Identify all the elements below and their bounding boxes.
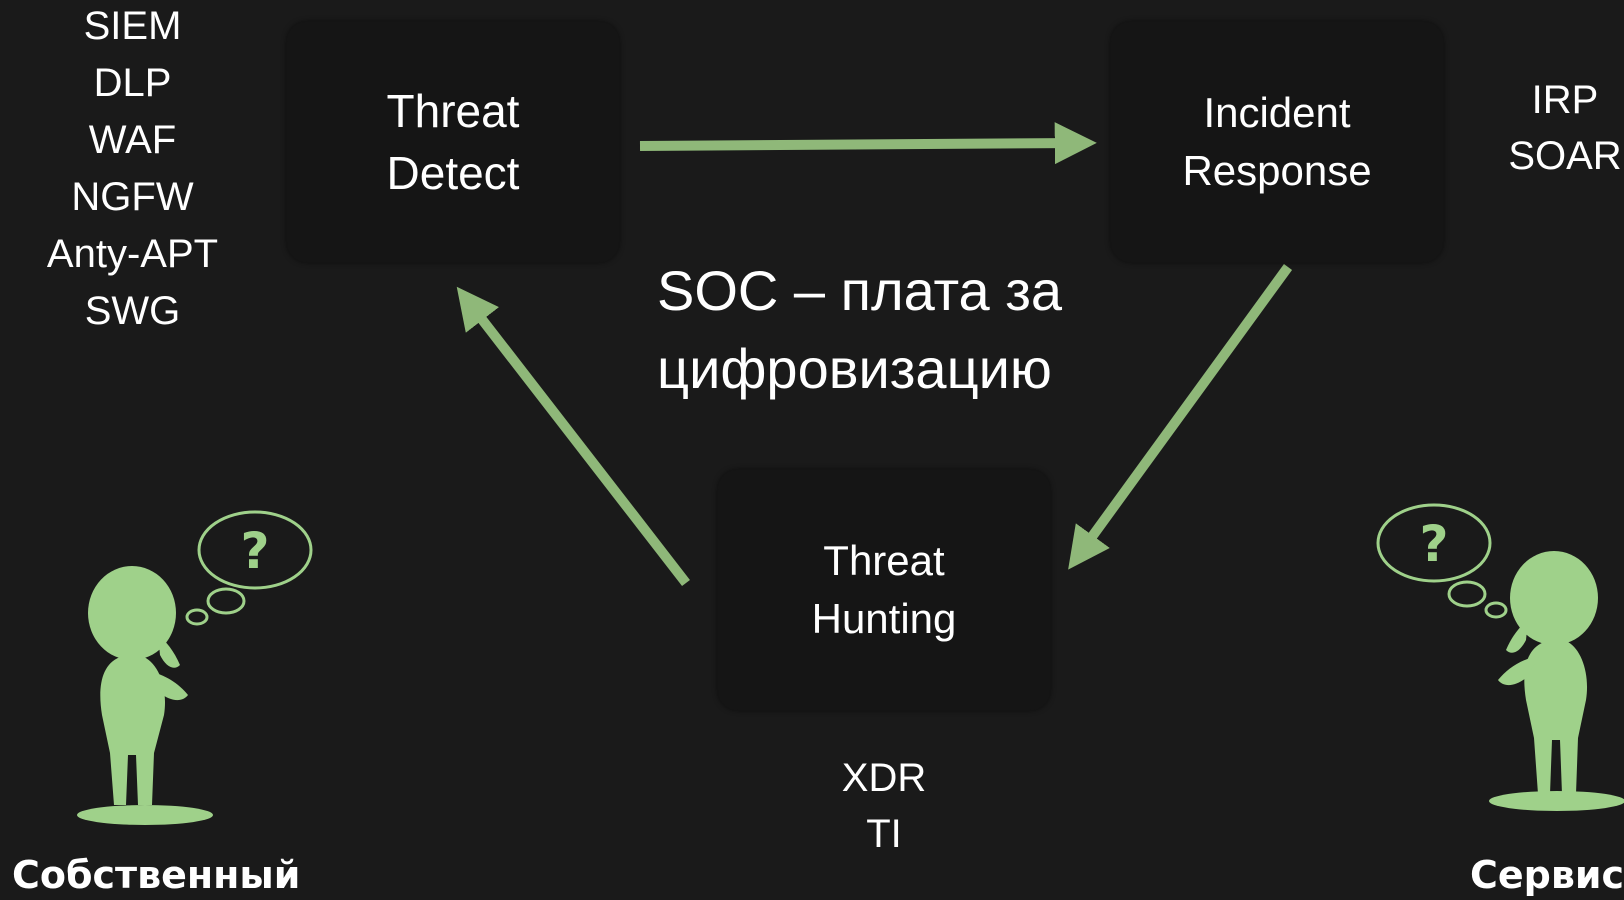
threat-hunting-line2: Hunting bbox=[811, 595, 957, 642]
tool-waf: WAF bbox=[88, 118, 177, 162]
tool-dlp: DLP bbox=[93, 61, 172, 105]
center-title-line2: цифровизацию bbox=[657, 337, 1052, 400]
incident-response-line1: Incident bbox=[1203, 89, 1351, 136]
person-figure bbox=[77, 566, 213, 825]
bubble-question-mark: ? bbox=[240, 522, 269, 580]
threat-detect-line1: Threat bbox=[386, 85, 520, 137]
thought-bubble-icon: ? bbox=[1376, 503, 1508, 619]
center-title-line1: SOC – плата за bbox=[657, 259, 1063, 322]
arrow-hunting-to-detect bbox=[456, 286, 690, 587]
tool-soar: SOAR bbox=[1508, 134, 1622, 178]
left-thinking-person-icon: ? bbox=[77, 510, 313, 825]
tool-ti: TI bbox=[866, 812, 902, 856]
thought-bubble-icon: ? bbox=[185, 510, 313, 626]
right-tools-list: IRP SOAR bbox=[1490, 72, 1624, 184]
tool-anti-apt: Anty-APT bbox=[46, 232, 219, 276]
threat-detect-box: Threat Detect bbox=[287, 22, 619, 262]
left-tools-list: SIEM DLP WAF NGFW Anty-APT SWG bbox=[30, 0, 235, 340]
bottom-tools-list: XDR TI bbox=[784, 750, 984, 862]
center-title: SOC – плата за цифровизацию bbox=[657, 252, 1117, 408]
right-thinking-person-icon: ? bbox=[1376, 503, 1624, 811]
threat-hunting-line1: Threat bbox=[823, 537, 945, 584]
tool-irp: IRP bbox=[1531, 78, 1599, 122]
arrow-detect-to-response bbox=[639, 122, 1097, 165]
tool-xdr: XDR bbox=[841, 756, 927, 800]
threat-detect-line2: Detect bbox=[386, 147, 520, 199]
tool-siem: SIEM bbox=[83, 4, 182, 48]
bubble-question-mark: ? bbox=[1419, 515, 1448, 573]
threat-hunting-box: Threat Hunting bbox=[718, 470, 1050, 710]
tool-swg: SWG bbox=[84, 289, 181, 333]
caption-own: Собственный bbox=[12, 853, 301, 897]
caption-service: Сервис bbox=[1470, 853, 1624, 897]
incident-response-box: Incident Response bbox=[1111, 22, 1443, 262]
person-figure bbox=[1489, 551, 1624, 811]
incident-response-line2: Response bbox=[1182, 147, 1372, 194]
tool-ngfw: NGFW bbox=[71, 175, 194, 219]
